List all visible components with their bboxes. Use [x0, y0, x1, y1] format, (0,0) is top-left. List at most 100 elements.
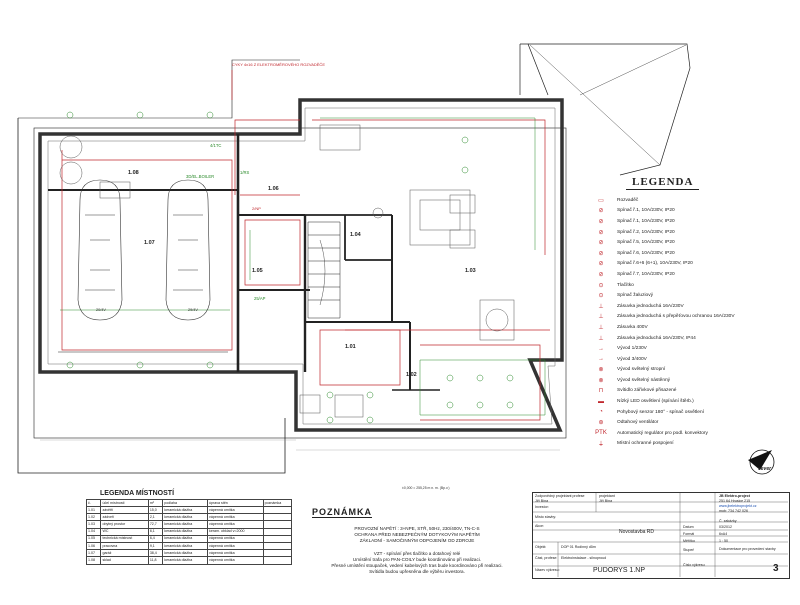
tb-cast: Elektroinstalace - silnoproud — [561, 556, 607, 560]
room-label-105: 1.05 — [252, 268, 263, 274]
note-line: PROVOZNÍ NAPĚTÍ : 3+NPE, STŘ, 50Hz, 230/… — [354, 526, 480, 531]
note-line: OCHRANA PŘED NEBEZPEČNÝM DOTYKOVÝM NAPĚT… — [354, 532, 480, 538]
note-line: Svítidla budou upřesněna dle výběru inve… — [369, 569, 465, 575]
north-arrow — [748, 449, 775, 475]
legend-symbol-icon: PTK — [595, 430, 607, 437]
tc-note: 4/1TC — [210, 143, 222, 148]
note-line: Přesné umístění stoupaček, vedení kabelo… — [331, 563, 503, 569]
legend-symbol-icon: ▭ — [598, 197, 604, 204]
tb-web: www.jbelektroprojekt.cz — [719, 504, 757, 508]
table-cell: sklad — [100, 556, 149, 565]
legend-item-label: Spínač ř.5, 10A/230V, IP20 — [617, 240, 675, 246]
legend-item: ⊗ Vývod světelný nástěnný — [585, 375, 785, 386]
tb-zakazka-label: Č. zakázky — [719, 519, 737, 523]
room-label-101: 1.01 — [345, 344, 356, 350]
legend-symbol-icon: ⊗ — [598, 367, 604, 374]
legend-symbol-icon: ⊥ — [598, 324, 604, 331]
legend-symbol-icon: ⊘ — [598, 208, 604, 215]
furniture — [59, 124, 515, 418]
table-cell: 6,4 — [147, 534, 164, 543]
legend-item: ⊘Spínač ř.1, 10A/230V, IP20 — [585, 216, 785, 227]
legend-item-label: Zásuvka 400V — [617, 324, 648, 330]
inner-wall-line — [47, 107, 556, 425]
tb-zodpovedny-name: Jiří Bína — [535, 499, 549, 503]
legend-item: ⊘Spínač ř.2, 10A/230V, IP20 — [585, 227, 785, 238]
legend-symbol-icon: → — [598, 345, 604, 352]
table-cell: vápenná omítka — [207, 520, 264, 529]
table-cell: keramická dlažba — [162, 541, 209, 551]
tb-cislo: 3 — [773, 563, 779, 574]
legend-item-label: Rozvaděč — [617, 197, 639, 203]
table-cell: 1.03 — [85, 520, 102, 529]
tb-address: 251 64 Hrusice 215 — [719, 499, 751, 503]
legend-item-label: Pohybový senzor 180° - spínač osvětlení — [617, 409, 704, 415]
table-cell: 1.02 — [85, 513, 102, 522]
tb-cast-label: Část, profese: — [535, 556, 558, 560]
room-label-104: 1.04 — [350, 232, 361, 238]
roof-outline — [18, 59, 300, 119]
legend-item: ⊘Spínač ř.6, 10A/230V, IP20 — [585, 248, 785, 259]
legend-symbol-icon: ⊗ — [598, 377, 604, 384]
legend-item: ⊛Odtahový ventilátor — [585, 417, 785, 428]
legend-item-label: Vývod 3/400V — [617, 356, 647, 362]
legend-item-label: Spínač ř.1, 10A/230V, IP20 — [617, 208, 675, 214]
tb-cislo-label: Číslo výkresu — [683, 563, 705, 567]
legend-item-label: Spínač ř.6, 10A/230V, IP20 — [617, 250, 675, 256]
legend-item: ⊗Vývod světelný stropní — [585, 365, 785, 376]
legend-symbol-icon: ⏚ — [597, 442, 604, 449]
dimension-lines — [40, 439, 560, 451]
legend-item-label: Zásuvka jednoduchá 16A/230V — [617, 303, 684, 309]
rooms-legend-title: LEGENDA MÍSTNOSTÍ — [100, 490, 175, 497]
table-cell: keramická dlažba — [162, 534, 209, 543]
table-cell: keramická dlažba — [162, 527, 209, 536]
legend-item: ⊘ Spínač ř.5, 10A/230V, IP20 — [585, 237, 785, 248]
table-cell: 38,4 — [147, 549, 164, 558]
legend-item-label: Spínač ř.7, 10A/230V, IP20 — [617, 271, 675, 277]
symbol-legend: ▭Rozvaděč⊘Spínač ř.1, 10A/230V, IP20⊘Spí… — [585, 195, 785, 449]
tb-format-label: Formát — [683, 532, 695, 536]
legend-symbol-icon: → — [598, 356, 604, 363]
legend-item: ⊙Spínač žaluziový — [585, 290, 785, 301]
table-cell: obytný prostor — [100, 520, 149, 529]
legend-symbol-icon: ◔ — [599, 409, 603, 416]
legend-item-label: Spínač ř.2, 10A/230V, IP20 — [617, 229, 675, 235]
tb-meritko-label: Měřítko — [683, 539, 695, 543]
legend-symbol-icon: ⊘ — [598, 271, 604, 278]
tb-stupen-label: Stupeň — [683, 548, 695, 552]
table-cell: 72,7 — [147, 520, 164, 529]
table-cell: vápenná omítka — [207, 549, 264, 558]
table-cell: vápenná omítka — [207, 505, 264, 515]
table-cell: WC — [100, 527, 149, 536]
tb-akce: Novostavba RD — [619, 529, 655, 535]
note-line: Umístění trafa pro PAN-COILY bude koordi… — [352, 557, 482, 563]
light-circuits — [60, 117, 546, 416]
legend-item-label: Odtahový ventilátor — [617, 420, 659, 426]
legend-symbol-icon: ⊘ — [598, 240, 604, 247]
legend-item-label: Vývod světelný nástěnný — [617, 377, 671, 383]
table-cell: 1.01 — [85, 505, 102, 515]
legend-symbol-icon: ⊙ — [598, 282, 604, 289]
tb-format: 6xA4 — [719, 532, 728, 536]
room-label-102: 1.02 — [406, 372, 417, 378]
notes-block: POZNÁMKA PROVOZNÍ NAPĚTÍ : 3+NPE, STŘ, 5… — [312, 502, 522, 576]
legend-item-label: Svítidlo zářivkové přisazené — [617, 388, 677, 394]
legend-symbol-icon: ▬ — [598, 398, 604, 405]
legend-item-label: Zásuvka jednoduchá 16A/230V, IP44 — [617, 335, 696, 341]
note-line: VZT - spínání přes tlačítko a dotahový r… — [373, 550, 461, 556]
legend-item: ⊓Svítidlo zářivkové přisazené — [585, 386, 785, 397]
legend-symbol-icon: ⊘ — [598, 261, 604, 268]
rooms-table-header-cell: č. — [85, 499, 102, 507]
table-cell: keramická dlažba — [162, 520, 209, 529]
notes-title: POZNÁMKA — [312, 507, 372, 518]
title-block: Zodpovědný projektant profese Jiří Bína … — [532, 492, 790, 579]
legend-item: ⊘Spínač ř.6+6 (6+1), 10A/230V, IP20 — [585, 259, 785, 270]
room-label-107: 1.07 — [144, 240, 155, 246]
table-cell — [262, 513, 293, 522]
tb-akce-label: Akce: — [535, 524, 544, 528]
tb-projektant-name: Jiří Bína — [599, 499, 613, 503]
rooms-table-header-cell: poznámka — [262, 499, 293, 507]
